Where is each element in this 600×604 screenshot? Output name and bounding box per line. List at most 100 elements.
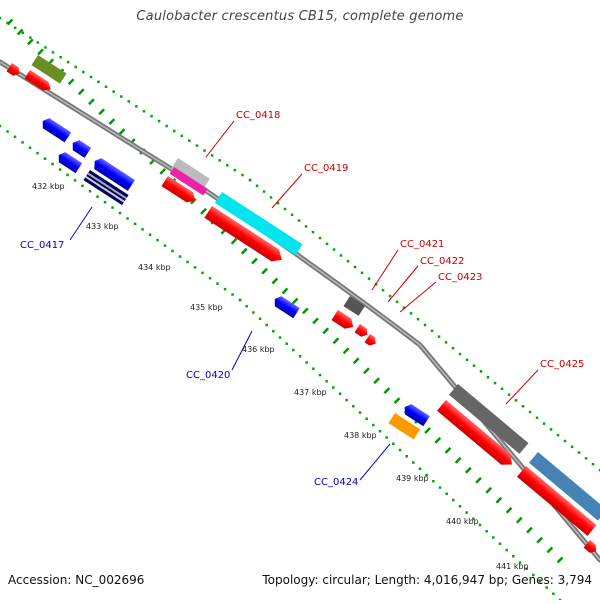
track-dot bbox=[82, 70, 85, 74]
track-dot bbox=[395, 300, 399, 304]
skew-dash bbox=[434, 437, 442, 444]
track-dot bbox=[255, 184, 259, 188]
track-dot bbox=[265, 323, 268, 327]
skew-dash bbox=[200, 207, 207, 215]
track-dot bbox=[165, 124, 168, 128]
cds-reverse-block[interactable] bbox=[55, 150, 83, 174]
misc-feature-block[interactable] bbox=[343, 296, 366, 316]
track-dot bbox=[0, 124, 2, 128]
track-dot bbox=[186, 260, 189, 264]
kbp-label: 434 kbp bbox=[138, 263, 171, 272]
track-dot bbox=[405, 455, 408, 458]
track-dot bbox=[528, 410, 532, 414]
misc-feature-block[interactable] bbox=[31, 55, 67, 84]
track-dot bbox=[298, 355, 302, 358]
misc-feature-block[interactable] bbox=[169, 167, 208, 196]
misc-feature-block[interactable] bbox=[214, 192, 303, 256]
track-dot bbox=[416, 317, 420, 321]
gene-label[interactable]: CC_0423 bbox=[438, 272, 482, 283]
track-dot bbox=[345, 398, 348, 402]
track-dot bbox=[96, 195, 99, 198]
track-dot bbox=[525, 567, 528, 570]
track-dot bbox=[438, 486, 442, 489]
cds-forward-block[interactable] bbox=[6, 63, 23, 78]
cds-reverse-striped[interactable] bbox=[83, 170, 129, 206]
track-dot bbox=[514, 399, 518, 402]
skew-dash bbox=[261, 267, 268, 275]
cds-forward-block[interactable] bbox=[354, 324, 371, 339]
track-dot bbox=[97, 80, 100, 84]
skew-dash bbox=[271, 277, 279, 285]
leader-CC_0418 bbox=[205, 120, 235, 158]
gene-label[interactable]: CC_0419 bbox=[304, 163, 348, 174]
skew-dash bbox=[536, 536, 543, 544]
gene-label[interactable]: CC_0422 bbox=[420, 256, 464, 267]
gene-label[interactable]: CC_0417 bbox=[20, 240, 64, 251]
track-dot bbox=[485, 530, 488, 533]
gene-label[interactable]: CC_0418 bbox=[236, 110, 280, 121]
track-dot bbox=[245, 305, 248, 308]
track-dot bbox=[360, 271, 364, 275]
misc-feature-block[interactable] bbox=[388, 413, 421, 440]
misc-feature-block[interactable] bbox=[449, 384, 529, 454]
kbp-label: 440 kbp bbox=[446, 517, 479, 526]
track-dot bbox=[66, 60, 70, 64]
skew-dash bbox=[363, 367, 370, 375]
track-dot bbox=[332, 248, 336, 251]
skew-dash bbox=[281, 287, 289, 295]
track-dot bbox=[479, 370, 483, 373]
leader-CC_0424 bbox=[359, 443, 391, 481]
cds-reverse-block[interactable] bbox=[39, 116, 72, 143]
cds-reverse-block[interactable] bbox=[91, 156, 135, 191]
track-dot bbox=[312, 367, 315, 370]
misc-feature-block[interactable] bbox=[529, 452, 600, 521]
track-dot bbox=[195, 144, 199, 147]
cds-forward-block[interactable] bbox=[583, 540, 600, 555]
cds-forward-block[interactable] bbox=[437, 400, 516, 470]
cds-forward-block[interactable] bbox=[331, 310, 356, 332]
track-dot bbox=[218, 159, 221, 162]
track-dot bbox=[0, 16, 2, 20]
track-dot bbox=[290, 213, 294, 217]
misc-feature-block[interactable] bbox=[171, 158, 210, 189]
track-dot bbox=[556, 433, 560, 437]
gene-label[interactable]: CC_0420 bbox=[186, 370, 230, 381]
track-dot bbox=[216, 282, 219, 285]
cds-forward-block[interactable] bbox=[24, 70, 54, 94]
cds-reverse-block[interactable] bbox=[69, 138, 92, 158]
gene-label[interactable]: CC_0425 bbox=[540, 359, 584, 370]
skew-dash bbox=[546, 546, 554, 554]
track-dot bbox=[58, 168, 62, 171]
track-dot bbox=[332, 386, 335, 389]
track-dot bbox=[392, 442, 395, 445]
track-dot bbox=[444, 341, 448, 344]
leader-CC_0417 bbox=[69, 206, 93, 241]
track-dot bbox=[465, 511, 468, 514]
cds-forward-block[interactable] bbox=[517, 466, 597, 536]
skew-dash bbox=[373, 377, 380, 385]
skew-dash bbox=[240, 247, 248, 255]
track-dot bbox=[21, 141, 24, 144]
cds-reverse-block[interactable] bbox=[401, 402, 430, 427]
track-dot bbox=[577, 451, 581, 454]
track-dot bbox=[258, 317, 262, 320]
track-dot bbox=[365, 417, 368, 420]
cds-forward-block[interactable] bbox=[364, 334, 379, 348]
skew-dash bbox=[556, 556, 564, 564]
track-dot bbox=[188, 139, 191, 142]
skew-dash bbox=[98, 108, 105, 116]
skew-dash bbox=[67, 78, 75, 86]
cds-forward-block[interactable] bbox=[204, 206, 285, 266]
gene-label[interactable]: CC_0424 bbox=[314, 477, 358, 488]
skew-dash bbox=[485, 486, 493, 494]
track-dot bbox=[81, 184, 84, 188]
track-dot bbox=[141, 228, 144, 231]
cds-reverse-block[interactable] bbox=[271, 294, 300, 319]
cds-forward-block[interactable] bbox=[161, 176, 198, 206]
track-dot bbox=[118, 211, 122, 215]
track-dot bbox=[120, 95, 123, 98]
track-dot bbox=[388, 294, 392, 298]
track-dot bbox=[59, 56, 62, 59]
gene-label[interactable]: CC_0421 bbox=[400, 239, 444, 250]
